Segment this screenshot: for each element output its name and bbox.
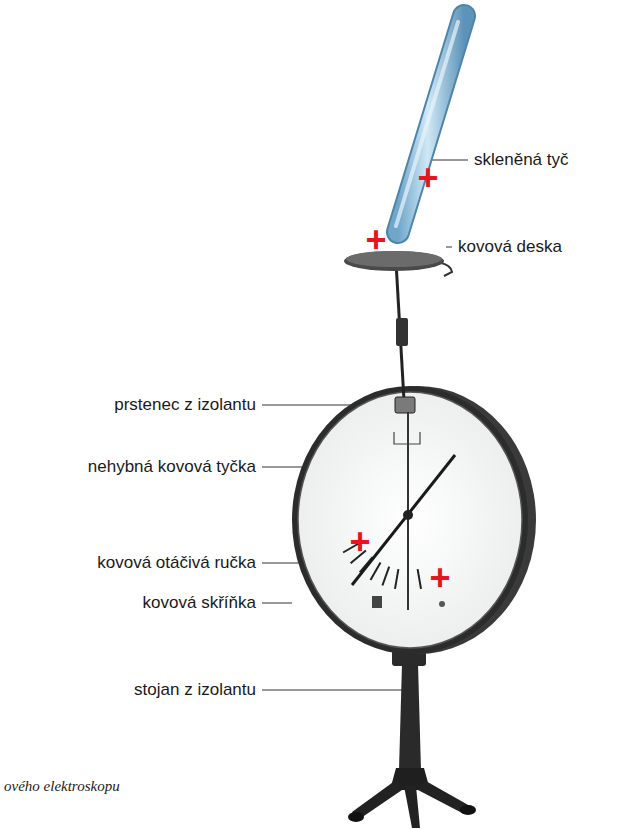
part-label: skleněná tyč	[474, 150, 569, 170]
part-label: stojan z izolantu	[134, 680, 256, 700]
glass-rod	[396, 16, 464, 232]
charge-sign: +	[349, 524, 370, 560]
part-label: kovová deska	[458, 237, 562, 257]
insulating-ring	[395, 397, 415, 413]
stand	[348, 650, 476, 828]
figure-caption: ového elektroskopu	[4, 778, 120, 795]
part-label: kovová otáčivá ručka	[97, 553, 256, 573]
charge-sign: +	[365, 222, 386, 258]
part-label: prstenec z izolantu	[114, 395, 256, 415]
charge-sign: +	[429, 560, 450, 596]
part-label: kovová skříňka	[143, 593, 256, 613]
part-label: nehybná kovová tyčka	[88, 457, 256, 477]
conductor-rod	[394, 262, 420, 610]
metal-plate	[344, 251, 452, 276]
metal-case	[292, 386, 536, 654]
charge-sign: +	[417, 160, 438, 196]
